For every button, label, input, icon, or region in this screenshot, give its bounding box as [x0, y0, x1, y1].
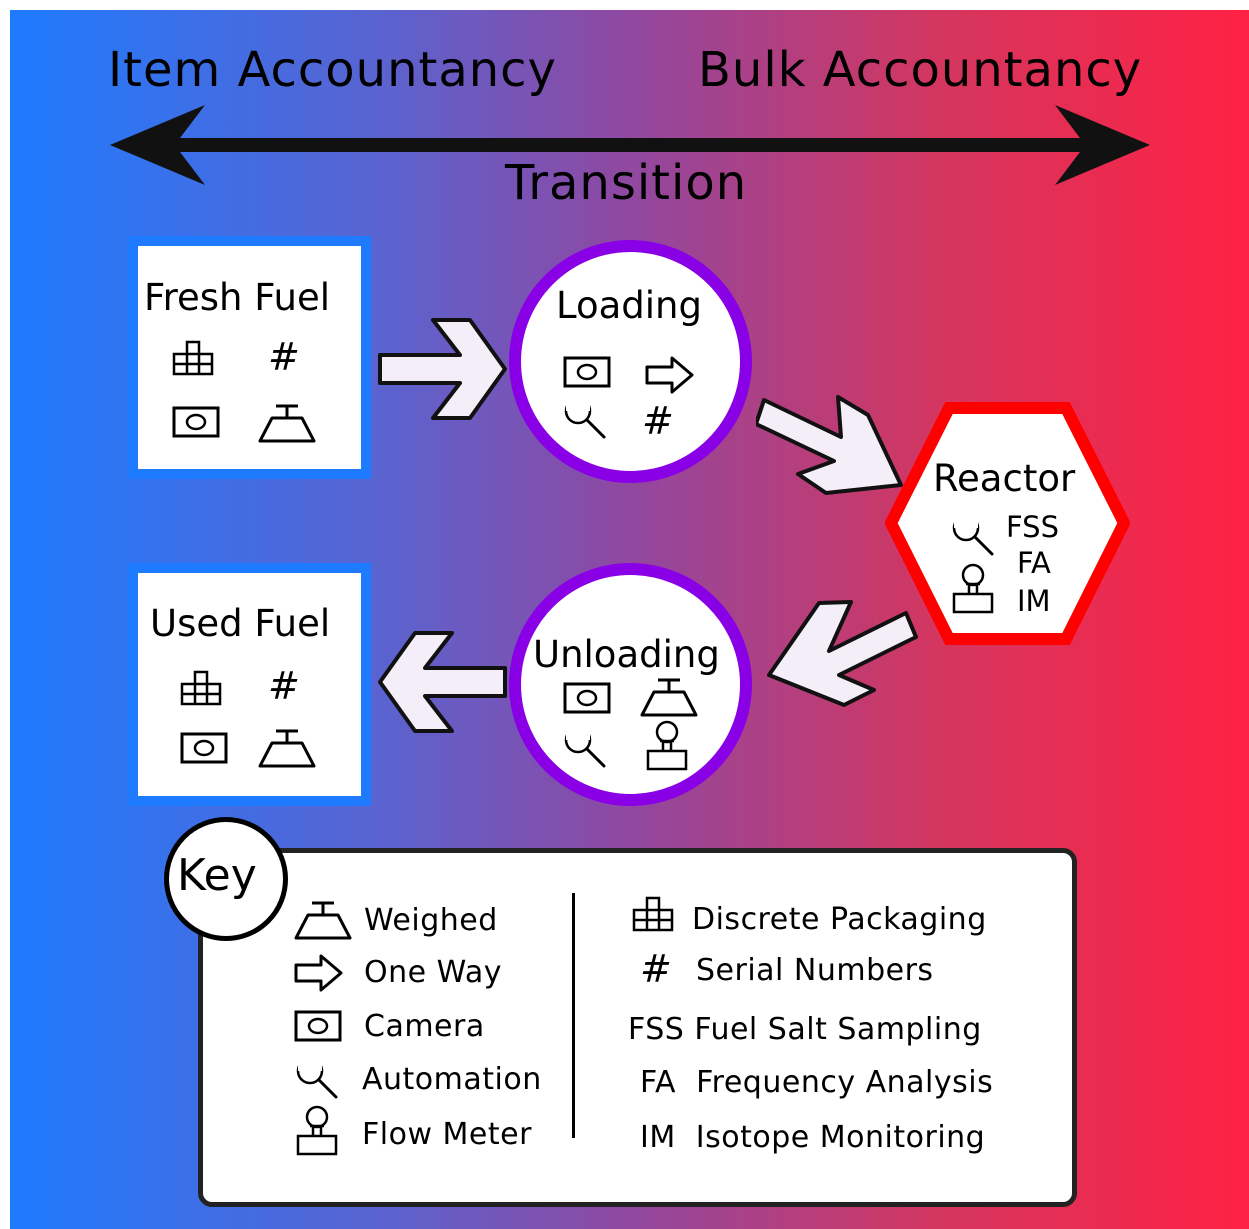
loading-circle — [509, 240, 752, 483]
flow-meter-icon — [646, 720, 688, 771]
discrete-packaging-icon — [632, 896, 674, 932]
weighed-icon — [294, 901, 352, 940]
flow-arrow-unloading-to-used — [378, 631, 507, 733]
reactor-tag-im: IM — [1017, 584, 1051, 618]
reactor-tag-fss: FSS — [1006, 510, 1059, 544]
one-way-icon — [294, 954, 343, 992]
flow-arrow-reactor-to-unloading — [767, 600, 918, 707]
key-im-label: IM Isotope Monitoring — [640, 1120, 986, 1155]
flow-meter-icon — [952, 563, 994, 614]
weighed-icon — [258, 729, 316, 768]
discrete-packaging-icon — [172, 340, 214, 376]
key-badge — [164, 817, 288, 941]
key-weighed-label: Weighed — [364, 903, 498, 938]
unloading-label: Unloading — [533, 633, 720, 676]
flow-meter-icon — [296, 1105, 338, 1156]
camera-icon — [294, 1010, 342, 1042]
reactor-label: Reactor — [933, 457, 1076, 500]
discrete-packaging-icon — [180, 670, 222, 706]
reactor-hexagon — [885, 402, 1130, 645]
key-one-way-label: One Way — [364, 955, 503, 990]
key-divider — [572, 893, 575, 1138]
camera-icon — [172, 406, 220, 438]
key-fa-label: FA Frequency Analysis — [640, 1065, 994, 1100]
camera-icon — [180, 732, 228, 764]
flow-arrow-fresh-to-loading — [378, 318, 507, 420]
weighed-icon — [258, 404, 316, 443]
automation-icon — [952, 514, 994, 556]
serial-numbers-icon: # — [642, 399, 674, 443]
key-serial-numbers-label: Serial Numbers — [696, 953, 934, 988]
key-fss-label: FSS Fuel Salt Sampling — [628, 1012, 982, 1047]
camera-icon — [563, 356, 611, 388]
camera-icon — [563, 682, 611, 714]
double-headed-arrow — [110, 105, 1150, 185]
key-flow-meter-label: Flow Meter — [362, 1117, 532, 1152]
serial-numbers-icon: # — [268, 335, 300, 379]
serial-numbers-icon: # — [640, 947, 672, 991]
automation-icon — [296, 1057, 338, 1099]
used-fuel-box — [128, 563, 371, 806]
key-camera-label: Camera — [364, 1009, 485, 1044]
automation-icon — [564, 397, 606, 439]
unloading-circle — [509, 563, 752, 806]
automation-icon — [564, 726, 606, 768]
item-accountancy-label: Item Accountancy — [108, 42, 557, 98]
weighed-icon — [640, 678, 698, 717]
loading-label: Loading — [556, 284, 702, 327]
key-panel — [198, 848, 1077, 1207]
key-automation-label: Automation — [362, 1062, 542, 1097]
reactor-tag-fa: FA — [1017, 546, 1051, 580]
serial-numbers-icon: # — [268, 664, 300, 708]
flow-arrow-loading-to-reactor — [756, 395, 903, 495]
fresh-fuel-label: Fresh Fuel — [144, 276, 330, 319]
key-title: Key — [177, 850, 257, 901]
transition-label: Transition — [505, 155, 748, 211]
one-way-icon — [645, 356, 694, 394]
used-fuel-label: Used Fuel — [150, 602, 331, 645]
key-discrete-packaging-label: Discrete Packaging — [692, 902, 987, 937]
bulk-accountancy-label: Bulk Accountancy — [698, 42, 1143, 98]
fresh-fuel-box — [128, 236, 371, 479]
